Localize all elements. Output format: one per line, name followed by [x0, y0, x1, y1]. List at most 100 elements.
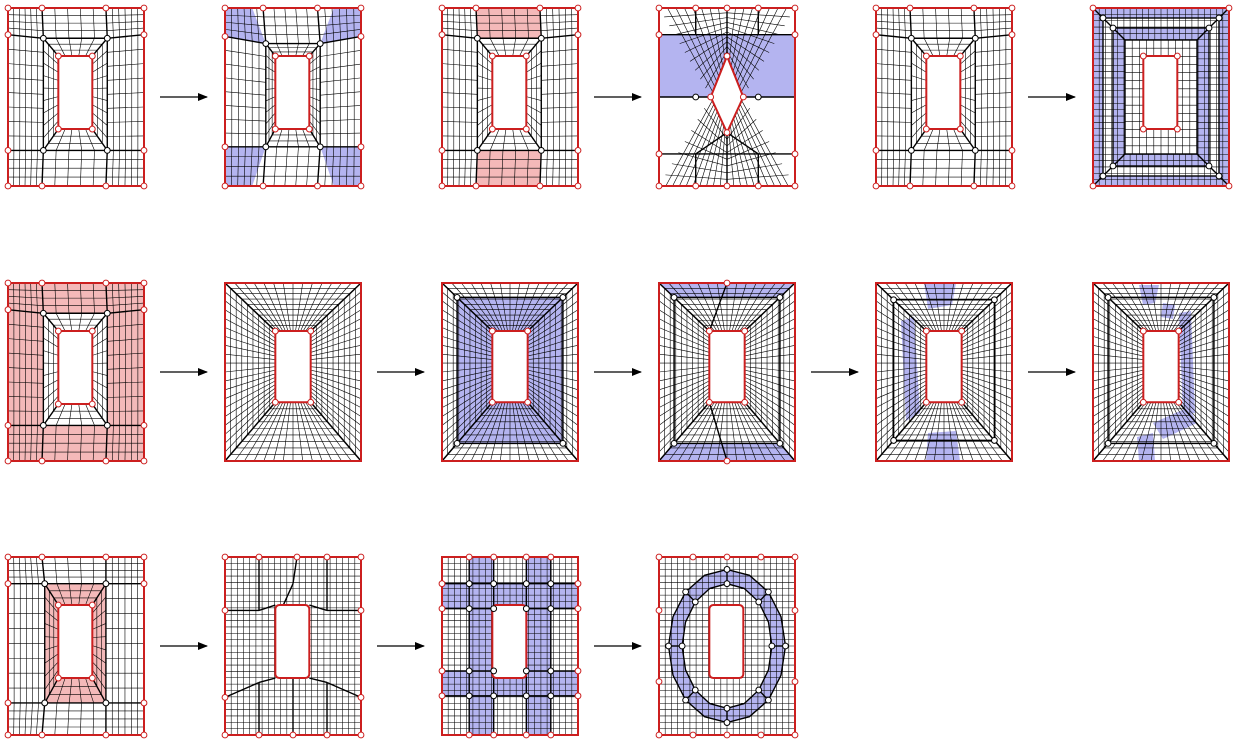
mesh-vertex: [923, 328, 929, 334]
mesh-edge: [277, 129, 282, 147]
mesh-edge: [745, 345, 795, 356]
mesh-vertex: [39, 280, 45, 286]
panel-quad-side-sheet: [5, 280, 147, 464]
mesh-vertex: [742, 328, 748, 334]
boundary-rect: [926, 56, 960, 129]
panel-grid-octagon-ring: [656, 554, 798, 738]
boundary-rect: [1143, 56, 1177, 129]
mesh-vertex: [141, 148, 147, 154]
mesh-edge: [92, 338, 107, 347]
mesh-vertex: [575, 32, 581, 38]
panel-grid-center-sheet: [5, 554, 147, 738]
panel-quad-ring-sheets: [1090, 5, 1232, 189]
boundary-rect: [58, 331, 92, 404]
mesh-vertex: [656, 732, 662, 738]
mesh-vertex: [690, 554, 696, 560]
mesh-edge: [311, 292, 361, 335]
mesh-vertex: [1211, 295, 1217, 301]
mesh-vertex: [765, 697, 771, 703]
mesh-edge: [962, 345, 1012, 356]
mesh-edge: [659, 377, 709, 398]
mesh-vertex: [1110, 163, 1116, 169]
mesh-edge: [1093, 374, 1143, 390]
mesh-edge: [283, 402, 290, 461]
mesh-edge: [266, 97, 276, 101]
mesh-edge: [225, 319, 275, 346]
mesh-edge: [526, 129, 541, 150]
mesh-vertex: [491, 606, 497, 612]
mesh-edge: [79, 404, 82, 425]
mesh-vertex: [489, 126, 495, 132]
mesh-vertex: [548, 581, 554, 587]
mesh-edge: [311, 319, 361, 346]
mesh-edge: [225, 377, 275, 398]
mesh-edge: [308, 402, 351, 461]
mesh-vertex: [473, 5, 479, 11]
mesh-edge: [311, 377, 361, 398]
mesh-vertex: [256, 554, 262, 560]
mesh-vertex: [1100, 173, 1106, 179]
mesh-vertex: [454, 440, 460, 446]
mesh-edge: [659, 345, 709, 356]
mesh-edge: [675, 22, 727, 34]
mesh-vertex: [957, 53, 963, 59]
mesh-vertex: [55, 675, 61, 681]
mesh-vertex: [959, 399, 965, 405]
mesh-vertex: [548, 554, 554, 560]
mesh-edge: [659, 354, 709, 359]
mesh-edge: [43, 97, 58, 101]
mesh-vertex: [40, 148, 46, 154]
mesh-edge: [69, 404, 72, 425]
mesh-vertex: [575, 183, 581, 189]
boundary-rect: [275, 605, 309, 678]
mesh-vertex: [656, 554, 662, 560]
mesh-vertex: [957, 126, 963, 132]
mesh-vertex: [466, 606, 472, 612]
mesh-vertex: [575, 606, 581, 612]
mesh-edge: [296, 283, 303, 331]
mesh-edge: [266, 113, 276, 124]
mesh-vertex: [575, 581, 581, 587]
mesh-edge: [42, 8, 43, 38]
mesh-edge: [745, 319, 795, 346]
mesh-edge: [477, 76, 492, 81]
mesh-vertex: [1140, 126, 1146, 132]
mesh-vertex: [222, 732, 228, 738]
mesh-edge: [43, 76, 58, 81]
mesh-vertex: [308, 328, 314, 334]
mesh-edge: [876, 345, 926, 356]
mesh-vertex: [523, 668, 529, 674]
mesh-edge: [79, 38, 82, 56]
mesh-edge: [937, 129, 940, 150]
mesh-vertex: [724, 720, 730, 726]
mesh-edge: [311, 354, 361, 359]
mesh-vertex: [103, 581, 109, 587]
mesh-vertex: [439, 32, 445, 38]
mesh-vertex: [693, 183, 699, 189]
mesh-edge: [503, 129, 506, 150]
mesh-vertex: [523, 581, 529, 587]
mesh-vertex: [89, 53, 95, 59]
mesh-vertex: [873, 148, 879, 154]
mesh-edge: [962, 374, 1012, 390]
panel-quad-hole-1: [5, 5, 147, 189]
mesh-edge: [1093, 328, 1143, 349]
mesh-edge: [526, 97, 541, 101]
boundary-rect: [58, 605, 92, 678]
mesh-vertex: [40, 310, 46, 316]
mesh-edge: [266, 67, 276, 73]
mesh-vertex: [39, 554, 45, 560]
mesh-edge: [106, 8, 107, 38]
mesh-edge: [745, 328, 795, 349]
mesh-vertex: [40, 35, 46, 41]
panel-trap-top-bottom-sheets: [659, 280, 795, 464]
mesh-vertex: [1009, 5, 1015, 11]
mesh-vertex: [755, 5, 761, 11]
mesh-vertex: [792, 183, 798, 189]
mesh-edge: [526, 105, 541, 113]
mesh-vertex: [1009, 148, 1015, 154]
mesh-vertex: [666, 643, 672, 649]
mesh-vertex: [693, 5, 699, 11]
mesh-edge: [962, 367, 1012, 372]
